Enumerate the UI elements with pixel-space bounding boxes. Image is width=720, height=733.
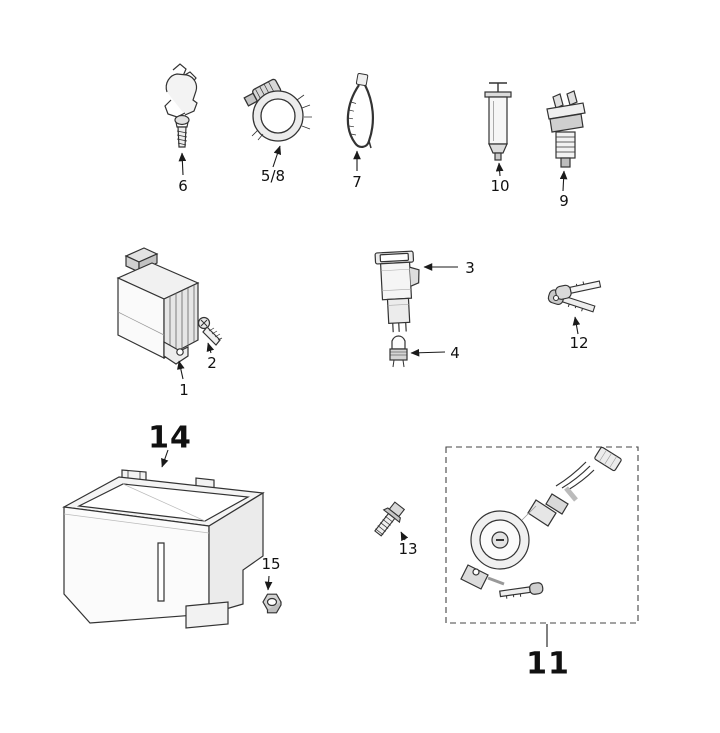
hose-clamp-drawing bbox=[243, 78, 312, 142]
part-11-boundary-box bbox=[445, 446, 639, 624]
sealant-tube-drawing bbox=[484, 82, 512, 161]
callout-2: 2 bbox=[207, 354, 217, 372]
callout-1: 1 bbox=[179, 381, 189, 399]
callout-4: 4 bbox=[450, 344, 460, 362]
callout-3: 3 bbox=[465, 259, 475, 277]
cable-tie-drawing bbox=[346, 72, 375, 149]
callout-12: 12 bbox=[569, 334, 589, 352]
callout-5-8: 5/8 bbox=[260, 167, 286, 185]
cdi-unit-drawing bbox=[116, 247, 200, 365]
leader-arrows bbox=[161, 145, 581, 647]
callout-15: 15 bbox=[261, 555, 281, 573]
battery-box-drawing bbox=[62, 469, 265, 629]
harness-clip-drawing bbox=[164, 63, 198, 148]
flange-bolt-drawing bbox=[374, 501, 406, 537]
spare-keys-drawing bbox=[547, 280, 602, 313]
callout-13: 13 bbox=[398, 540, 418, 558]
callout-14: 14 bbox=[148, 420, 192, 456]
ignition-lock-drawing bbox=[460, 446, 622, 599]
push-switch-drawing bbox=[374, 250, 420, 333]
callout-9: 9 bbox=[559, 192, 569, 210]
callout-6: 6 bbox=[178, 177, 188, 195]
stop-switch-drawing bbox=[546, 90, 586, 168]
callout-10: 10 bbox=[490, 177, 510, 195]
nut-drawing bbox=[262, 593, 282, 614]
screw-drawing bbox=[197, 316, 223, 346]
bulb-drawing bbox=[389, 335, 408, 368]
callout-7: 7 bbox=[352, 173, 362, 191]
callout-11: 11 bbox=[526, 646, 570, 682]
